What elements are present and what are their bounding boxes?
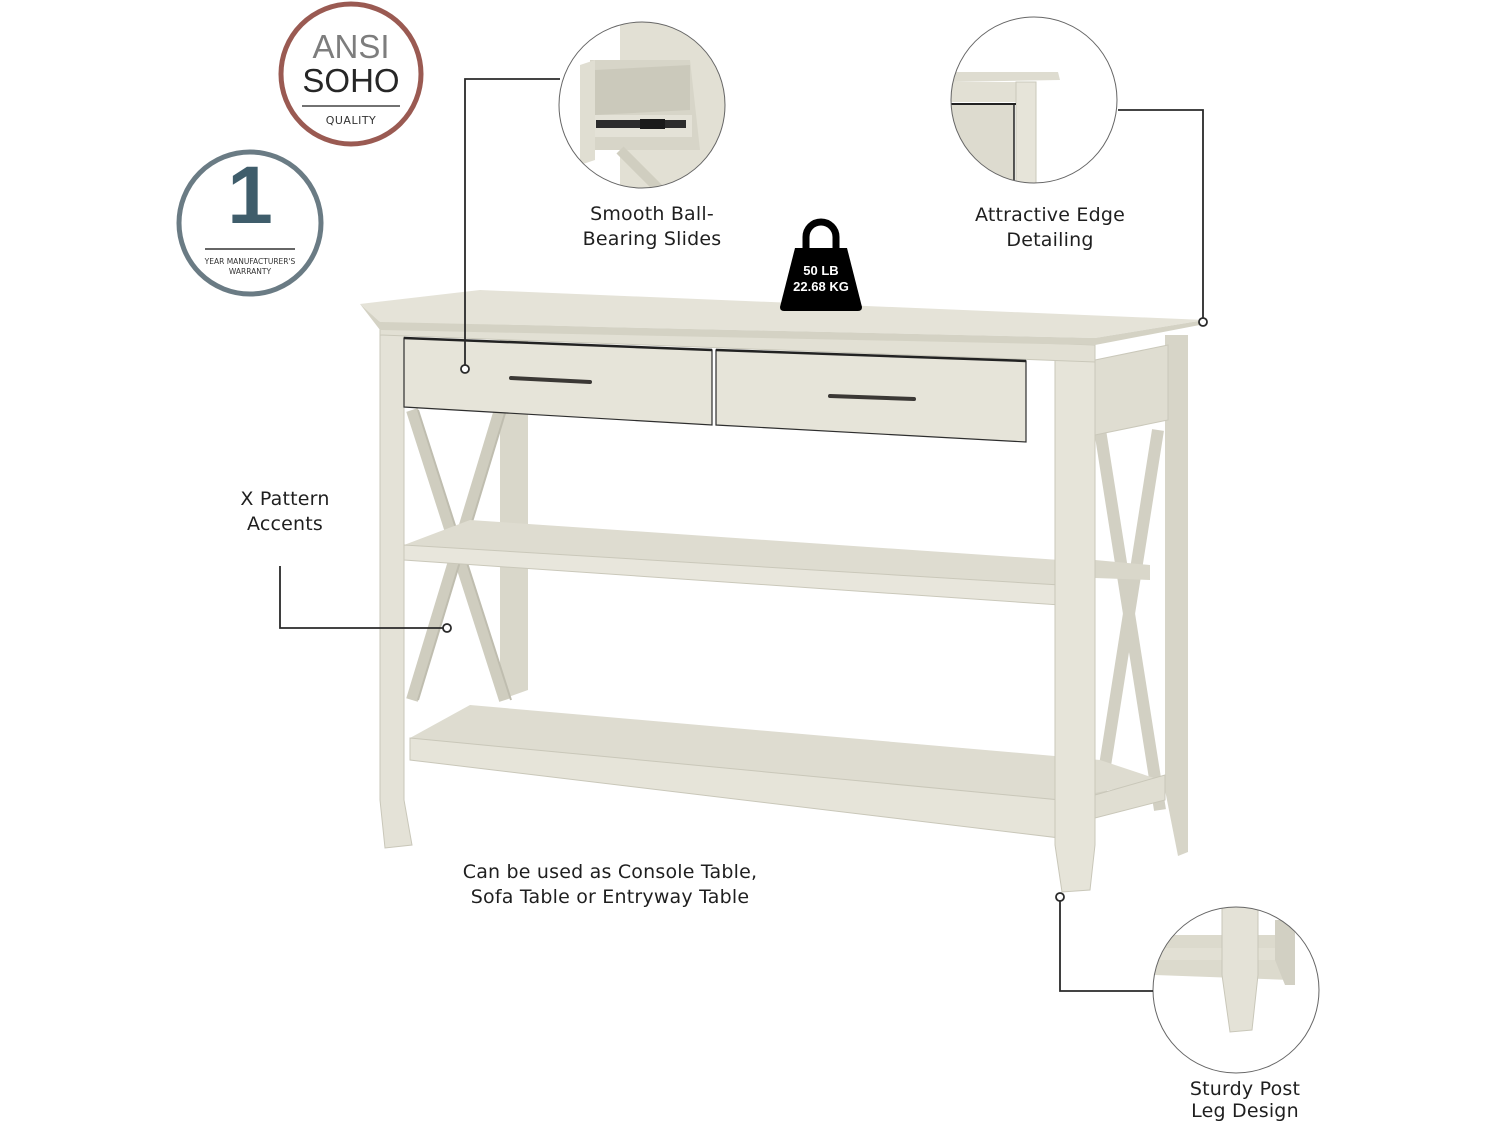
weight-kg: 22.68 KG bbox=[793, 279, 849, 294]
warranty-line1: YEAR MANUFACTURER'S bbox=[204, 257, 296, 266]
ansi-label: ANSI bbox=[312, 28, 390, 65]
ansi-soho-badge: ANSI SOHO QUALITY bbox=[281, 20, 421, 140]
callout-dots bbox=[442, 317, 1208, 902]
detail-circle-legs bbox=[1152, 906, 1320, 1074]
warranty-badge-ring bbox=[176, 149, 324, 297]
soho-label: SOHO bbox=[302, 62, 400, 99]
caption-edge: Attractive Edge Detailing bbox=[975, 204, 1125, 251]
detail-circle-slides bbox=[558, 21, 726, 189]
quality-label: QUALITY bbox=[325, 114, 377, 127]
drawer-handle-left bbox=[509, 376, 592, 384]
ansi-badge-ring bbox=[278, 1, 424, 147]
console-table bbox=[360, 290, 1205, 893]
warranty-line2: WARRANTY bbox=[228, 267, 272, 276]
caption-usage: Can be used as Console Table, Sofa Table… bbox=[462, 861, 758, 908]
warranty-number: 1 bbox=[227, 150, 273, 241]
callout-lines bbox=[279, 78, 1204, 992]
weight-capacity-icon bbox=[780, 218, 862, 311]
weight-lb: 50 LB bbox=[803, 263, 839, 278]
drawer-handle-right bbox=[828, 394, 916, 401]
weight-label: 50 LB 22.68 KG bbox=[780, 263, 862, 295]
caption-slides: Smooth Ball- Bearing Slides bbox=[582, 203, 722, 250]
caption-x-pattern: X Pattern Accents bbox=[240, 488, 330, 535]
caption-legs: Sturdy Post Leg Design bbox=[1189, 1078, 1301, 1122]
warranty-badge: 1 YEAR MANUFACTURER'S WARRANTY bbox=[180, 150, 320, 295]
detail-circle-edge bbox=[950, 16, 1118, 184]
